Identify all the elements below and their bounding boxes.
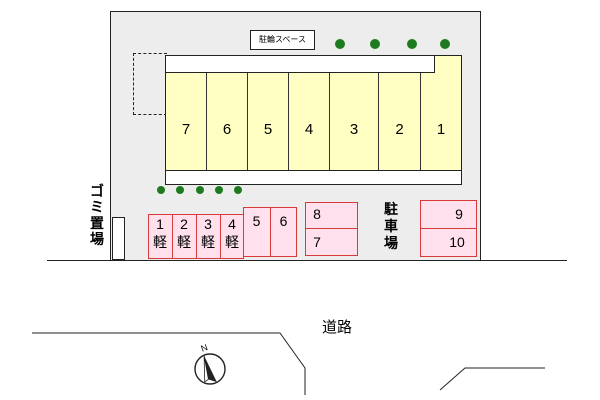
tree-icon	[335, 39, 345, 49]
unit-7: 7	[166, 71, 207, 171]
parking-kind: 軽	[201, 235, 215, 251]
unit-5: 5	[248, 71, 289, 171]
parking-label-char: 車	[384, 219, 398, 235]
property-boundary-line	[47, 260, 567, 261]
parking-label-char: 場	[384, 236, 398, 252]
unit-number: 1	[436, 121, 446, 138]
garbage-label: ゴ ミ 置 場	[88, 184, 106, 248]
parking-space-9: 9	[455, 206, 463, 222]
parking-space-10: 10	[449, 234, 465, 250]
unit-1: 1	[421, 71, 461, 171]
parking-label: 駐 車 場	[382, 202, 400, 253]
tree-icon	[407, 39, 417, 49]
unit-number: 6	[222, 121, 232, 138]
unit-6: 6	[207, 71, 248, 171]
divider	[270, 207, 271, 257]
parking-space-7: 7	[313, 234, 321, 250]
divider	[305, 228, 358, 229]
parking-kind: 軽	[225, 235, 239, 251]
north-arrow-icon	[194, 353, 226, 385]
parking-number: 1	[156, 216, 164, 232]
road-label: 道路	[322, 318, 353, 336]
unit-2: 2	[379, 71, 421, 171]
parking-number: 4	[228, 216, 236, 232]
road-edge-right	[439, 367, 545, 391]
tree-icon	[176, 186, 184, 194]
unit-4: 4	[289, 71, 330, 171]
unit-number: 3	[349, 121, 359, 138]
bike-space-label: 駐輪スペース	[250, 30, 315, 50]
top-walkway	[165, 55, 435, 73]
parking-label-char: 駐	[384, 202, 398, 218]
parking-kind: 軽	[153, 235, 167, 251]
garbage-box	[112, 217, 125, 260]
divider	[420, 228, 477, 229]
divider	[220, 214, 221, 259]
unit-number: 2	[395, 121, 404, 138]
parking-space-5: 5	[252, 213, 261, 229]
unit-number: 4	[304, 121, 314, 138]
unit-number: 5	[263, 121, 273, 138]
parking-number: 3	[204, 216, 212, 232]
parking-group-8-7	[305, 202, 358, 256]
divider	[172, 214, 173, 259]
parking-space-6: 6	[279, 213, 288, 229]
parking-space-1: 1 軽	[148, 216, 172, 252]
road-edge-left	[32, 332, 306, 395]
garbage-label-char: ミ	[90, 200, 104, 216]
tree-icon	[215, 186, 223, 194]
tree-icon	[440, 39, 450, 49]
garbage-label-char: 置	[90, 216, 104, 232]
parking-space-3: 3 軽	[196, 216, 220, 252]
garbage-label-char: ゴ	[90, 184, 104, 200]
garbage-label-char: 場	[90, 232, 104, 248]
tree-icon	[196, 186, 204, 194]
parking-number: 2	[180, 216, 188, 232]
parking-space-2: 2 軽	[172, 216, 196, 252]
bottom-walkway	[165, 170, 462, 185]
unit-3: 3	[330, 71, 379, 171]
unit-number: 7	[181, 121, 191, 138]
parking-space-8: 8	[313, 206, 321, 222]
apartment-building: 7 6 5 4 3 2 1	[165, 55, 462, 185]
divider	[196, 214, 197, 259]
tree-icon	[370, 39, 380, 49]
dashed-area	[133, 53, 167, 115]
parking-space-4: 4 軽	[220, 216, 244, 252]
tree-icon	[157, 186, 165, 194]
parking-kind: 軽	[177, 235, 191, 251]
tree-icon	[234, 186, 242, 194]
